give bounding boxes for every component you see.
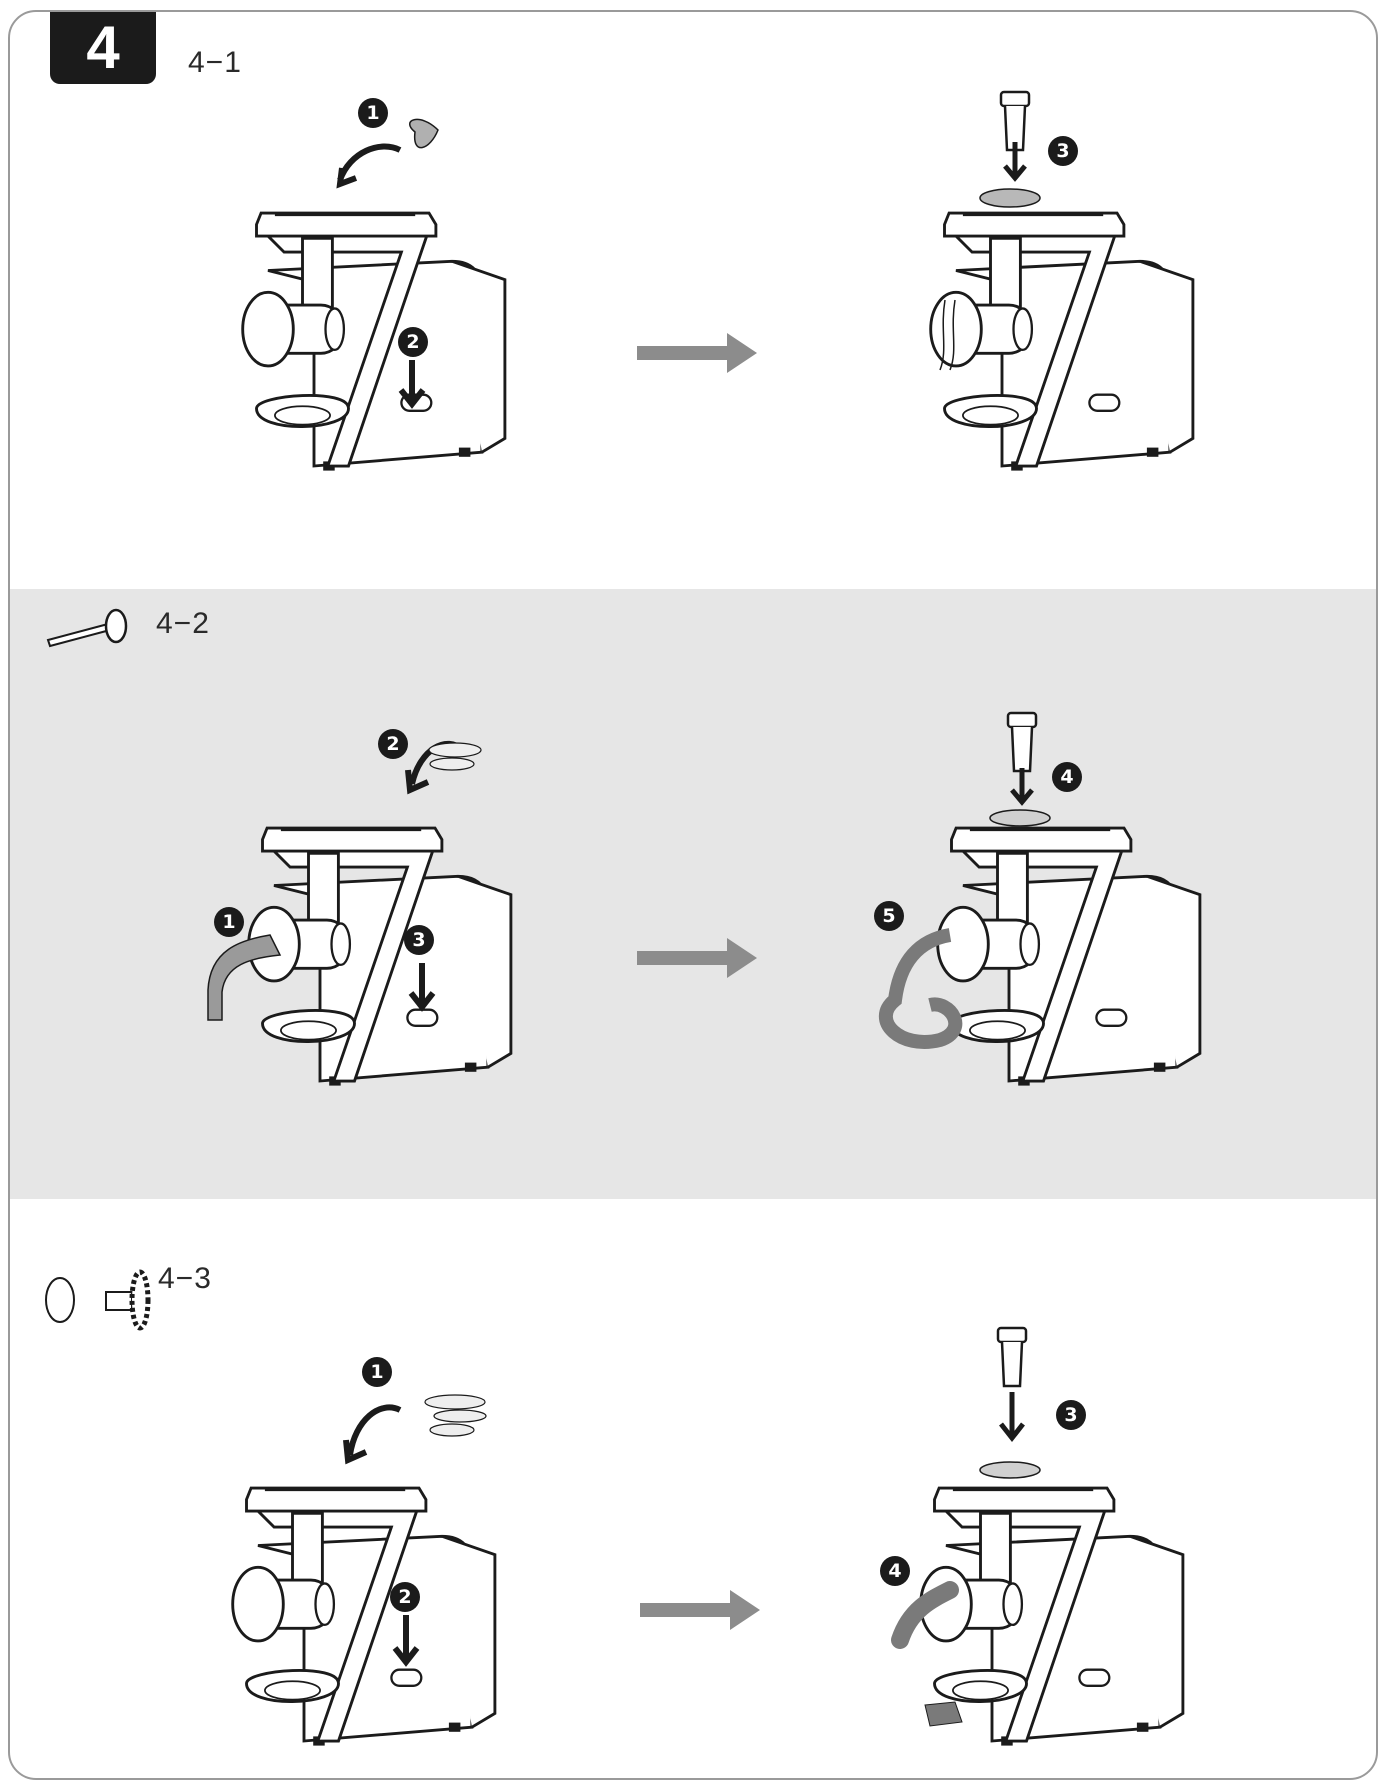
filled-sausage-icon	[878, 928, 963, 1049]
add-meat-arrow-icon	[336, 143, 402, 189]
grinder-illustration	[919, 1486, 1185, 1748]
kebbe-tube-icon	[891, 1581, 959, 1649]
callout-badge: 3	[404, 925, 434, 955]
switch-press-arrow-icon	[398, 360, 426, 409]
push-down-arrow-icon	[999, 1392, 1025, 1443]
step-number-badge: 4	[50, 12, 156, 84]
kebbe-attachments-icon	[45, 1269, 151, 1331]
callout-badge: 5	[874, 901, 904, 931]
callout-badge: 1	[362, 1357, 392, 1387]
switch-press-arrow-icon	[408, 963, 436, 1012]
pusher-icon	[999, 90, 1031, 152]
grinder-illustration	[241, 211, 507, 473]
meat-chunks-icon	[424, 1394, 487, 1437]
mince-on-tray-icon	[989, 809, 1051, 827]
callout-badge: 3	[1048, 136, 1078, 166]
mince-portion-icon	[428, 742, 482, 771]
callout-badge: 3	[1056, 1400, 1086, 1430]
kebbe-piece-icon	[924, 1701, 963, 1727]
grinder-illustration	[929, 211, 1195, 473]
section-label-4-2: 4−2	[156, 607, 210, 640]
callout-badge: 2	[390, 1582, 420, 1612]
next-step-arrow	[637, 333, 757, 373]
callout-badge: 1	[358, 98, 388, 128]
meat-piece-icon	[409, 118, 439, 149]
push-down-arrow-icon	[1003, 142, 1027, 182]
grinder-illustration	[247, 826, 513, 1088]
switch-press-arrow-icon	[392, 1615, 420, 1667]
mince-on-tray-icon	[979, 1461, 1041, 1479]
grinder-illustration	[231, 1486, 497, 1748]
callout-badge: 2	[378, 729, 408, 759]
callout-badge: 4	[1052, 762, 1082, 792]
callout-badge: 4	[880, 1556, 910, 1586]
pusher-icon	[1006, 711, 1038, 773]
callout-badge: 2	[398, 327, 428, 357]
push-down-arrow-icon	[1010, 768, 1034, 806]
section-label-4-1: 4−1	[188, 46, 242, 79]
sausage-casing-icon	[207, 934, 282, 1021]
grinder-illustration	[936, 826, 1202, 1088]
next-step-arrow	[640, 1590, 760, 1630]
meat-on-tray-icon	[979, 188, 1041, 208]
pusher-icon	[996, 1326, 1028, 1388]
section-label-4-3: 4−3	[158, 1262, 212, 1295]
next-step-arrow	[637, 938, 757, 978]
minced-output-icon	[939, 299, 956, 371]
add-meat-arrow-icon	[343, 1404, 402, 1465]
sausage-tool-icon	[46, 608, 128, 648]
callout-badge: 1	[214, 907, 244, 937]
